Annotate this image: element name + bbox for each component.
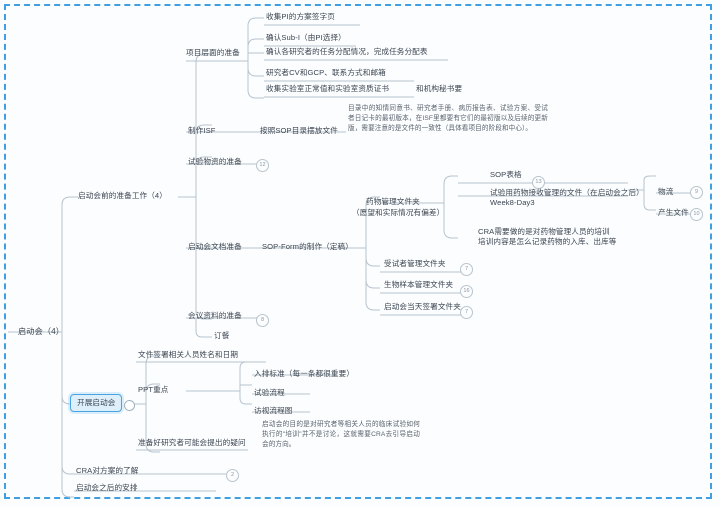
node-kickoff-document-preparation[interactable]: 启动会文档准备 — [188, 242, 242, 251]
node-confirm-sub-investigator[interactable]: 确认Sub-I（由PI选择） — [266, 33, 346, 42]
badge-subject-management-folder: 7 — [460, 263, 473, 276]
node-signature-names-and-dates[interactable]: 文件签署相关人员姓名和日期 — [138, 350, 239, 359]
collapse-toggle-hold-kickoff[interactable] — [124, 400, 135, 411]
node-kickoff-signature-folder[interactable]: 启动会当天签署文件夹 — [384, 302, 461, 311]
node-investigator-cv-gcp[interactable]: 研究者CV和GCP、联系方式和邮箱 — [266, 68, 386, 77]
node-visit-flowchart[interactable]: 访视流程图 — [254, 406, 293, 415]
node-produced-documents[interactable]: 产生文件 — [658, 208, 689, 217]
badge-kickoff-signature-folder: 7 — [460, 306, 473, 319]
node-project-level-preparation[interactable]: 项目层面的准备 — [186, 48, 240, 57]
node-ppt-key-points[interactable]: PPT重点 — [138, 385, 169, 394]
node-collect-pi-signature-page[interactable]: 收集PI的方案签字页 — [266, 12, 335, 21]
node-meeting-materials-preparation[interactable]: 会议资料的准备 — [188, 311, 242, 320]
node-hold-kickoff-meeting[interactable]: 开展启动会 — [70, 394, 123, 413]
badge-meeting-materials: 8 — [256, 314, 269, 327]
badge-trial-supplies: 12 — [256, 159, 269, 172]
node-sop-form-production[interactable]: SOP-Form的制作（定稿） — [262, 242, 353, 251]
node-prepare-investigator-questions[interactable]: 准备好研究者可能会提出的疑问 — [138, 438, 246, 447]
node-drug-management-folder-note: （愿望和实际情况有偏差） — [352, 208, 445, 217]
node-drug-management-folder[interactable]: 药物管理文件夹 — [366, 197, 420, 206]
badge-drug-receive: 13 — [532, 176, 545, 189]
node-cra-drug-training-line1[interactable]: CRA需要做的是对药物管理人员的培训 — [478, 227, 610, 236]
node-trial-supplies-preparation[interactable]: 试验物资的准备 — [188, 157, 242, 166]
node-drug-receiving-week: Week8-Day3 — [490, 198, 535, 207]
node-lab-cert-note: 和机构秘书要 — [416, 84, 463, 93]
node-kickoff-purpose-note: 启动会的目的是对研究者等相关人员的临床试验如何执行的"培训"并不是讨论，这就需要… — [262, 421, 420, 448]
node-task-allocation-table[interactable]: 确认各研究者的任务分配情况，完成任务分配表 — [266, 47, 428, 56]
node-root[interactable]: 启动会（4） — [18, 327, 65, 336]
node-biosample-management-folder[interactable]: 生物样本管理文件夹 — [384, 280, 454, 289]
node-trial-procedure[interactable]: 试验流程 — [254, 388, 285, 397]
node-lab-normal-values-cert[interactable]: 收集实验室正常值和实验室资质证书 — [266, 84, 390, 93]
node-logistics[interactable]: 物流 — [658, 187, 674, 196]
node-post-meeting-arrangement[interactable]: 启动会之后的安排 — [76, 483, 138, 492]
node-arrange-files-by-sop[interactable]: 按照SOP目录摆放文件 — [260, 126, 338, 135]
node-inclusion-exclusion-criteria[interactable]: 入排标准（每一条都很重要） — [254, 369, 355, 378]
node-isf-contents-note: 目录中的知情同意书、研究者手册、病历报告表、试验方案、受试者日记卡的最初版本，在… — [348, 105, 548, 132]
node-subject-management-folder[interactable]: 受试者管理文件夹 — [384, 259, 446, 268]
badge-logistics: 9 — [690, 186, 703, 199]
node-drug-receiving-files[interactable]: 试验用药物接收管理的文件（在启动会之后） — [490, 188, 644, 197]
node-pre-meeting-preparation[interactable]: 启动会前的准备工作（4） — [78, 191, 167, 200]
node-order-meal[interactable]: 订餐 — [214, 331, 230, 340]
badge-biosample-management-folder: 16 — [460, 285, 473, 298]
node-cra-protocol-understanding[interactable]: CRA对方案的了解 — [76, 466, 139, 475]
node-create-isf[interactable]: 制作ISF — [188, 126, 216, 135]
node-cra-drug-training-line2: 培训内容是怎么记录药物的入库、出库等 — [478, 237, 617, 246]
badge-produced-documents: 10 — [690, 208, 703, 221]
node-sop-table[interactable]: SOP表格 — [490, 170, 522, 179]
badge-cra-protocol-understanding: 2 — [226, 469, 239, 482]
